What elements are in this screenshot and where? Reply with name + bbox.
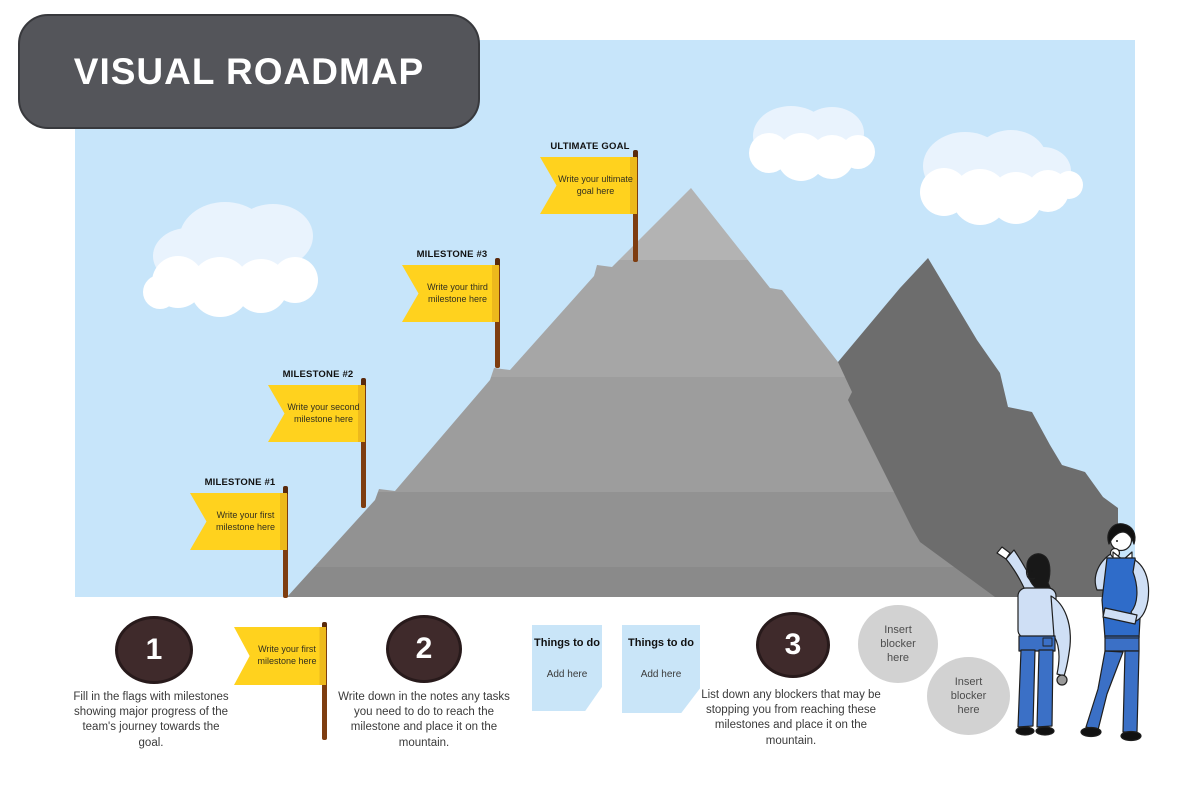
blocker-circle-1[interactable]: Insert blocker here — [858, 605, 938, 683]
flag-label: MILESTONE #1 — [204, 477, 276, 488]
blocker-circle-2[interactable]: Insert blocker here — [927, 657, 1010, 735]
flag-text-line: milestone here — [293, 413, 354, 424]
note-header: Things to do — [534, 637, 600, 649]
step-2-badge: 2 — [386, 615, 462, 683]
flag-text-line: Write your first — [216, 509, 275, 520]
flag-label: ULTIMATE GOAL — [550, 141, 630, 152]
flag-label: MILESTONE #2 — [282, 369, 354, 380]
step-1-text: Fill in the flags with milestones showin… — [73, 691, 229, 749]
step-3-text: List down any blockers that may be stopp… — [701, 689, 881, 747]
flag-text-line: goal here — [576, 185, 615, 196]
things-to-do-note-2[interactable]: Things to do Add here — [622, 625, 700, 713]
step-1-badge: 1 — [115, 616, 193, 684]
man-thinking — [1080, 523, 1150, 742]
flag-text-line: Write your third — [427, 281, 488, 292]
flag-text-area[interactable]: Write your first milestone here — [234, 627, 326, 685]
step-3-badge: 3 — [756, 612, 830, 678]
flag-text-area[interactable]: Write your second milestone here — [268, 385, 365, 442]
things-to-do-note-1[interactable]: Things to do Add here — [532, 625, 602, 711]
flag-text-line: milestone here — [215, 521, 276, 532]
people-illustration — [996, 523, 1150, 742]
flag-text-line: Write your second — [287, 401, 360, 412]
woman-pointing — [996, 546, 1071, 736]
blocker-text: Insert blocker here — [880, 623, 916, 665]
flag-text-line: Write your first — [258, 644, 316, 655]
mountain-scene — [143, 106, 1118, 597]
note-body: Add here — [640, 669, 682, 680]
step-number: 2 — [415, 632, 433, 665]
flag-pole — [361, 378, 366, 508]
blocker-text: Insert blocker here — [950, 675, 987, 717]
flag-text-line: Write your ultimate — [558, 173, 633, 184]
title-box: VISUAL ROADMAP — [18, 14, 480, 129]
cloud-left — [143, 202, 318, 317]
flag-text-line: milestone here — [427, 293, 488, 304]
note-header: Things to do — [628, 637, 694, 649]
page-title: VISUAL ROADMAP — [73, 50, 425, 92]
step-number: 1 — [145, 633, 163, 666]
flag-label: MILESTONE #3 — [416, 249, 488, 260]
note-body: Add here — [546, 669, 588, 680]
step-2-text: Write down in the notes any tasks you ne… — [338, 691, 510, 749]
flag-text-line: milestone here — [257, 656, 317, 666]
cloud-right — [920, 130, 1083, 225]
cloud-middle — [749, 106, 875, 181]
step-number: 3 — [784, 628, 802, 661]
